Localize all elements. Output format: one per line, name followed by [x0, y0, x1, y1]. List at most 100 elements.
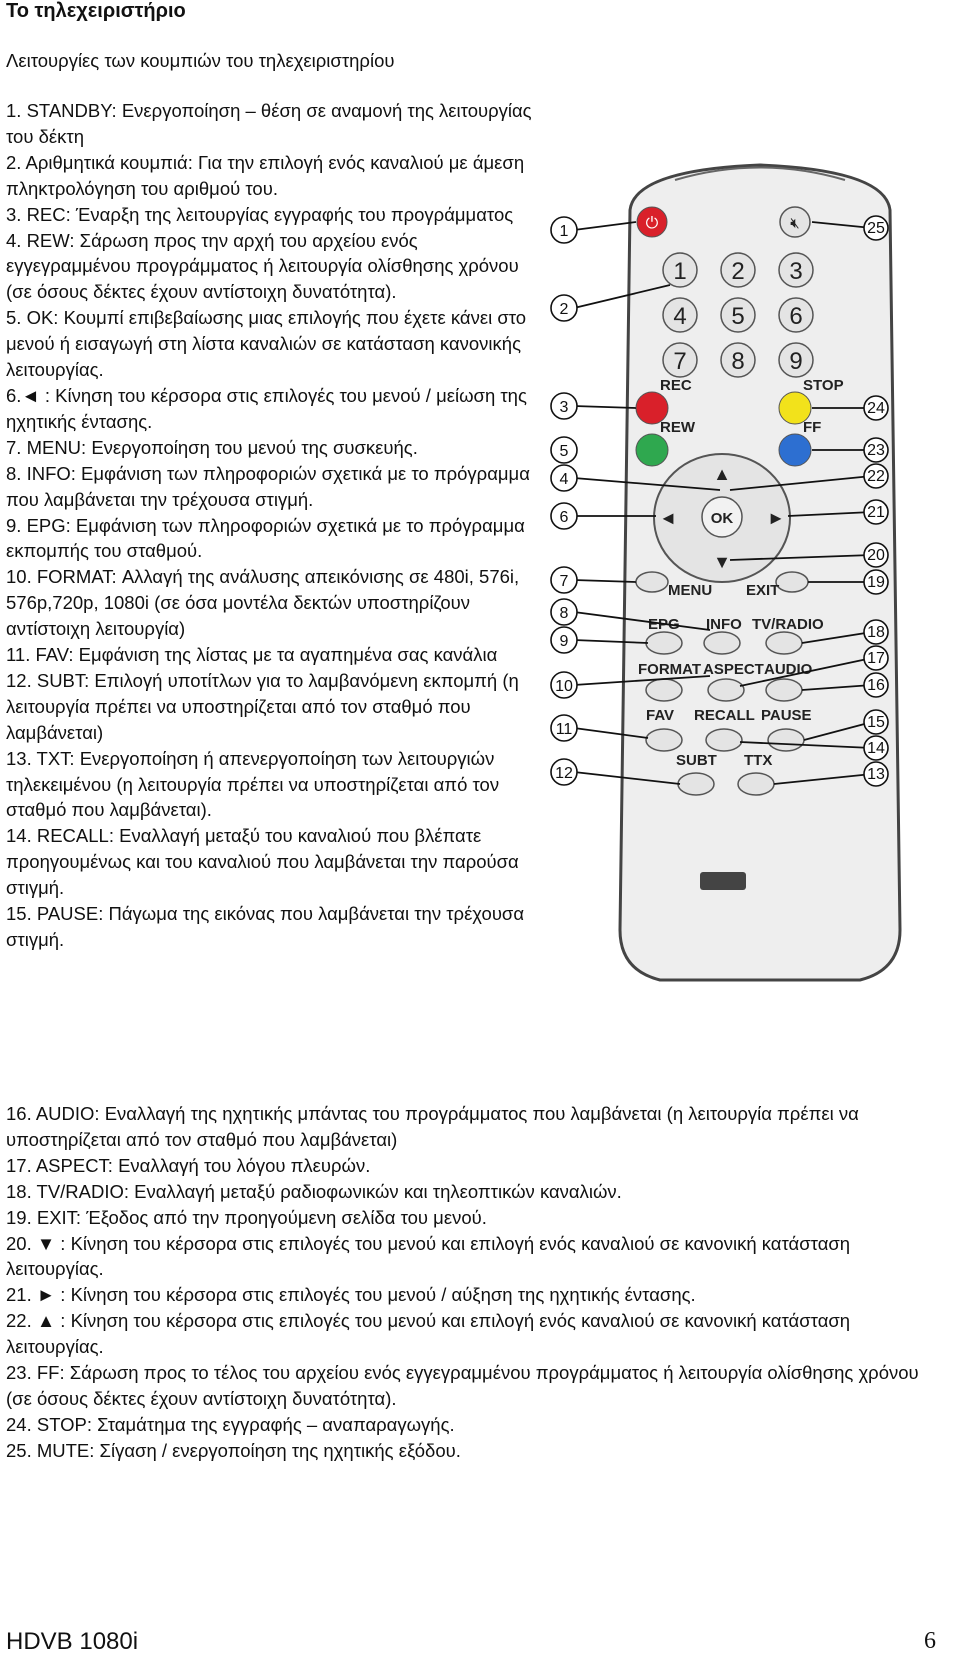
- remote-svg: ⏻ 🔇︎ 1 2 3 4 5 6 7 8 9 REC STOP: [550, 163, 902, 982]
- callout-circle: [863, 463, 889, 489]
- digit-label: 6: [789, 303, 802, 330]
- callout-line: [811, 221, 873, 229]
- ttx-label: TTX: [744, 752, 772, 769]
- rew-label: REW: [660, 419, 696, 436]
- callout-number: 4: [560, 471, 569, 488]
- list-item: 13. TXT: Ενεργοποίηση ή απενεργοποίηση τ…: [6, 747, 500, 821]
- callout-circles-left: 1 2 3 4 6 7 8 9 10 11 12: [550, 216, 578, 786]
- info-button: [703, 631, 741, 655]
- ok-label: OK: [711, 510, 734, 527]
- callout-number: 17: [867, 650, 885, 667]
- digit-label: 5: [731, 303, 744, 330]
- function-list-full: 16. AUDIO: Εναλλαγή της ηχητικής μπάντας…: [6, 1101, 946, 1464]
- callout-circle: [550, 436, 578, 464]
- callout-number: 15: [867, 714, 885, 731]
- list-item: 12. SUBT: Επιλογή υποτίτλων για το λαμβα…: [6, 669, 519, 743]
- callout-line: [729, 554, 873, 561]
- digit-label: 4: [673, 303, 686, 330]
- callout-line: [739, 657, 873, 687]
- list-item: 15. PAUSE: Πάγωμα της εικόνας που λαμβάν…: [6, 903, 525, 950]
- callout-line: [573, 405, 637, 409]
- arrow-up-icon: ▲: [713, 464, 731, 484]
- digit-button-4: [662, 297, 698, 333]
- arrow-right-icon: ►: [767, 508, 785, 528]
- tvradio-label: TV/RADIO: [752, 616, 824, 633]
- power-button: [636, 206, 668, 238]
- recall-button: [705, 728, 743, 752]
- ff-button: [778, 433, 812, 467]
- rec-label: REC: [660, 377, 692, 394]
- callout-number: 14: [867, 740, 885, 757]
- callout-number: 7: [560, 573, 569, 590]
- callout-circle: [550, 598, 578, 626]
- callout-line: [573, 579, 637, 583]
- callout-number: 1: [560, 223, 569, 240]
- callout-circle: [863, 569, 889, 595]
- digit-buttons: 1 2 3 4 5 6 7 8 9: [662, 252, 814, 378]
- callout-number: 12: [555, 765, 573, 782]
- callout-circle: [863, 542, 889, 568]
- aspect-label: ASPECT: [703, 661, 764, 678]
- format-button: [645, 678, 683, 702]
- callout-line: [803, 721, 873, 741]
- callout-circle: [863, 709, 889, 735]
- aspect-button: [707, 678, 745, 702]
- callout-circle: [550, 758, 578, 786]
- pause-button: [767, 728, 805, 752]
- list-item: 24. STOP: Σταμάτημα της εγγραφής – αναπα…: [6, 1413, 455, 1435]
- list-item: 5. OK: Κουμπί επιβεβαίωσης μιας επιλογής…: [6, 307, 527, 381]
- callout-line: [573, 639, 649, 644]
- subt-button: [677, 772, 715, 796]
- ttx-button: [737, 772, 775, 796]
- callout-number: 3: [560, 399, 569, 416]
- page-number: 6: [924, 1628, 936, 1654]
- callout-line: [801, 631, 873, 644]
- list-item: 1. STANDBY: Ενεργοποίηση – θέση σε αναμο…: [6, 100, 532, 147]
- callout-line: [573, 727, 649, 739]
- callout-line: [573, 477, 721, 491]
- remote-top-ridge: [674, 166, 846, 181]
- ok-button: [701, 496, 743, 538]
- callout-circle: [863, 499, 889, 525]
- callout-number: 21: [867, 504, 885, 521]
- callout-line: [801, 684, 873, 691]
- callout-line: [573, 771, 681, 785]
- list-item: 4. REW: Σάρωση προς την αρχή του αρχείου…: [6, 229, 519, 303]
- stop-label: STOP: [803, 377, 844, 394]
- callout-number: 6: [560, 509, 569, 526]
- footer-model: HDVB 1080i: [6, 1628, 139, 1655]
- digit-button-9: [778, 342, 814, 378]
- subt-label: SUBT: [676, 752, 717, 769]
- callout-circle: [550, 216, 578, 244]
- list-item: 23. FF: Σάρωση προς το τέλος του αρχείου…: [6, 1362, 919, 1409]
- mute-button: [779, 206, 811, 238]
- digit-button-7: [662, 342, 698, 378]
- mute-icon: 🔇︎: [790, 215, 799, 232]
- callout-line: [787, 511, 873, 517]
- page-subtitle: Λειτουργίες των κουμπιών του τηλεχειριστ…: [6, 50, 395, 71]
- info-label: INFO: [706, 616, 742, 633]
- digit-label: 9: [789, 348, 802, 375]
- callout-circle: [863, 645, 889, 671]
- callouts-left: [573, 221, 721, 785]
- list-item: 7. MENU: Ενεργοποίηση του μενού της συσκ…: [6, 436, 418, 458]
- exit-button: [775, 571, 809, 593]
- callout-number: 9: [560, 633, 569, 650]
- callout-circles-right: 25 24 23 22 21 20 19 18 17 16 15 14 13: [863, 215, 889, 787]
- digit-button-5: [720, 297, 756, 333]
- menu-label: MENU: [668, 582, 712, 599]
- list-item: 6.◄ : Κίνηση του κέρσορα στις επιλογές τ…: [6, 384, 527, 432]
- list-item: 22. ▲ : Κίνηση του κέρσορα στις επιλογές…: [6, 1310, 851, 1358]
- function-list-narrow: 1. STANDBY: Ενεργοποίηση – θέση σε αναμο…: [6, 98, 546, 953]
- list-item: 20. ▼ : Κίνηση του κέρσορα στις επιλογές…: [6, 1232, 851, 1280]
- list-item: 10. FORMAT: Αλλαγή της ανάλυσης απεικόνι…: [6, 566, 520, 640]
- rew-button: [635, 433, 669, 467]
- callout-number: 20: [867, 547, 885, 564]
- digit-button-3: [778, 252, 814, 288]
- digit-button-6: [778, 297, 814, 333]
- digit-button-8: [720, 342, 756, 378]
- page-title: Το τηλεχειριστήριο: [6, 0, 186, 22]
- callout-number: 11: [556, 721, 573, 738]
- arrow-down-icon: ▼: [713, 552, 731, 572]
- callout-line: [573, 611, 711, 631]
